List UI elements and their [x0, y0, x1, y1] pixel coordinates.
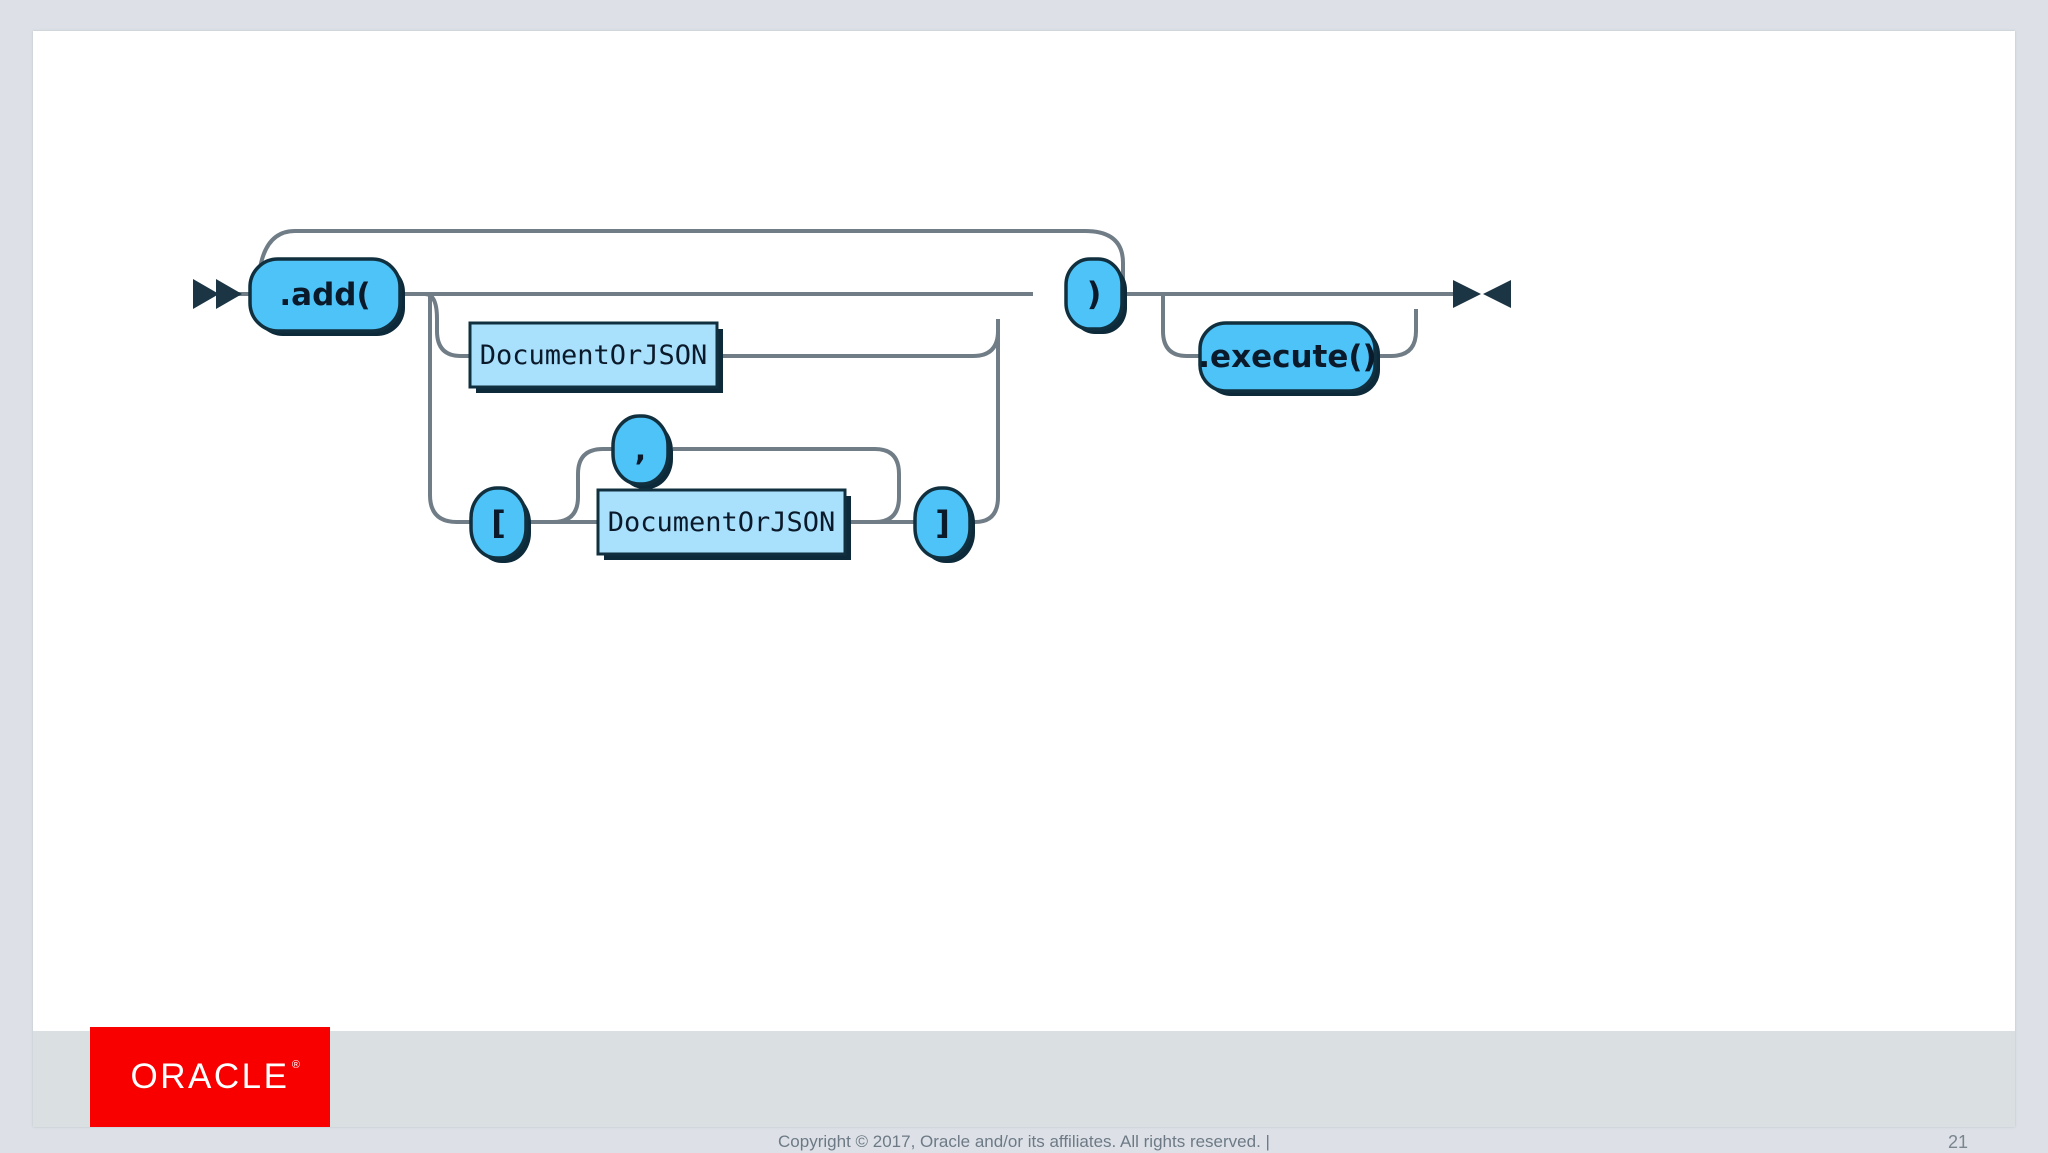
rail-branch-doc1: [424, 292, 473, 358]
node-right-bracket[interactable]: [913, 486, 975, 563]
oracle-logo: ORACLE: [90, 1027, 330, 1127]
node-add[interactable]: [248, 257, 405, 336]
node-documentorjson-list[interactable]: [596, 488, 851, 560]
railroad-diagram-svg: [193, 229, 1511, 563]
slide-canvas: .add( DocumentOrJSON , [ DocumentOrJSON …: [33, 31, 2015, 1152]
footer-band: [33, 1031, 2015, 1127]
copyright-notice: Copyright © 2017, Oracle and/or its affi…: [778, 1132, 1270, 1151]
node-comma[interactable]: [611, 414, 673, 489]
rail-branch-execute: [1161, 293, 1203, 358]
node-documentorjson-single[interactable]: [468, 321, 723, 393]
page-number: 21: [1947, 1132, 1968, 1152]
oracle-wordmark: ORACLE: [131, 1057, 303, 1097]
rail-top-loop: [256, 229, 1125, 295]
node-right-paren[interactable]: [1064, 257, 1127, 334]
node-execute[interactable]: [1198, 321, 1380, 396]
rail-branch-bracket: [428, 294, 474, 524]
node-left-bracket[interactable]: [469, 486, 531, 563]
rail-rbracket-out: [971, 321, 1000, 524]
rail-execute-out: [1373, 309, 1418, 358]
start-marker-icon: [193, 279, 242, 309]
rail-loop-up-to-comma: [552, 447, 616, 524]
end-marker-icon: [1453, 280, 1511, 308]
rail-doc1-out: [717, 319, 1000, 358]
railroad-diagram: .add( DocumentOrJSON , [ DocumentOrJSON …: [33, 31, 2015, 1031]
